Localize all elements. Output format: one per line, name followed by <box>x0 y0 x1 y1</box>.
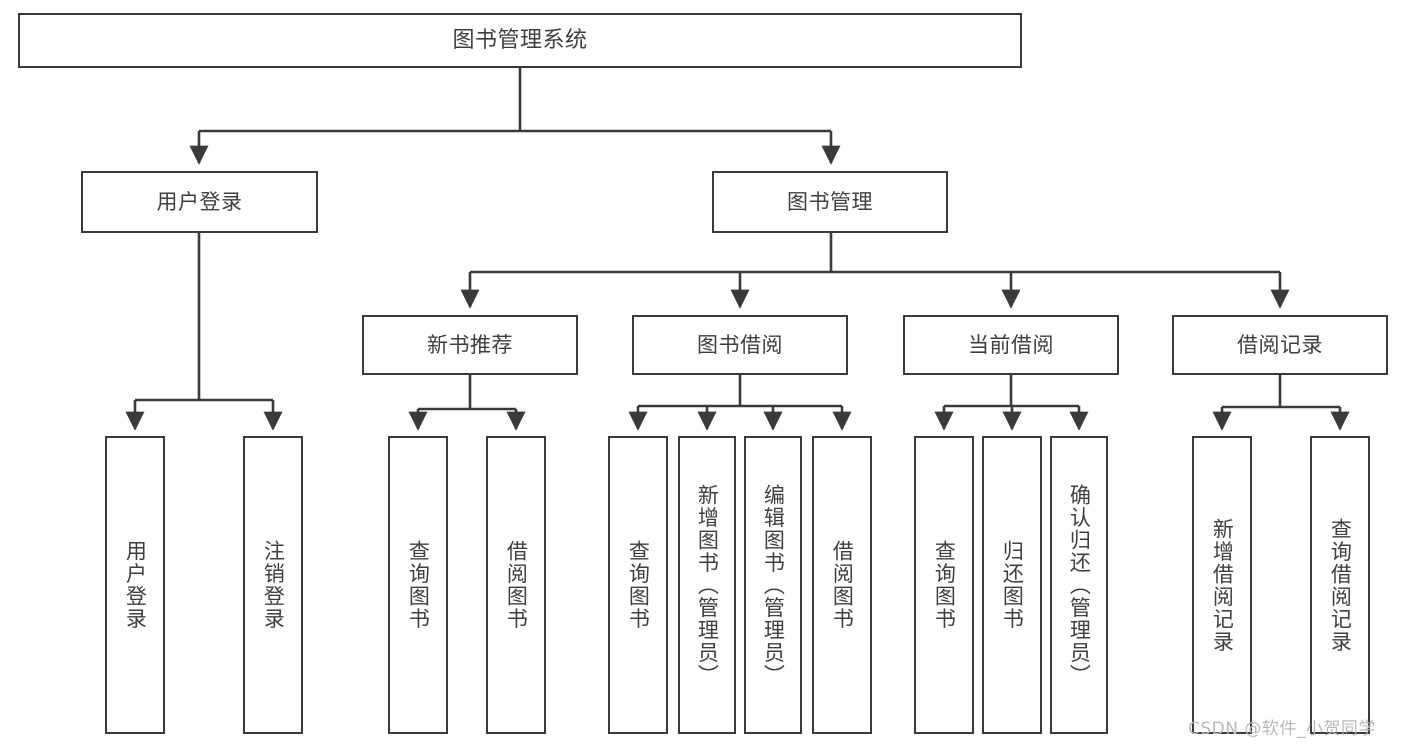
node-label: 图书借阅 <box>697 332 783 357</box>
node-leaf-user-login[interactable]: 用户登录 <box>105 436 165 734</box>
node-label: 查询借阅记录 <box>1328 517 1353 653</box>
node-new-book-recommend[interactable]: 新书推荐 <box>362 315 578 375</box>
node-leaf-query-book-recommend[interactable]: 查询图书 <box>388 436 448 734</box>
node-leaf-add-borrow-record[interactable]: 新增借阅记录 <box>1192 436 1252 734</box>
node-leaf-query-borrow-record[interactable]: 查询借阅记录 <box>1310 436 1370 734</box>
node-label: 新增图书（管理员） <box>695 483 720 687</box>
node-leaf-borrow-book-recommend[interactable]: 借阅图书 <box>486 436 546 734</box>
node-leaf-return-book[interactable]: 归还图书 <box>982 436 1042 734</box>
node-borrow-record[interactable]: 借阅记录 <box>1172 315 1388 375</box>
node-label: 查询图书 <box>406 540 431 630</box>
node-leaf-borrow-book[interactable]: 借阅图书 <box>812 436 872 734</box>
node-leaf-add-book-admin[interactable]: 新增图书（管理员） <box>678 436 736 734</box>
node-label: 编辑图书（管理员） <box>761 483 786 687</box>
node-leaf-query-book-current[interactable]: 查询图书 <box>914 436 974 734</box>
node-label: 用户登录 <box>123 540 148 630</box>
node-leaf-logout[interactable]: 注销登录 <box>243 436 303 734</box>
node-label: 归还图书 <box>1000 540 1025 630</box>
node-book-manage[interactable]: 图书管理 <box>712 171 948 233</box>
node-leaf-confirm-return-admin[interactable]: 确认归还（管理员） <box>1050 436 1108 734</box>
node-label: 当前借阅 <box>968 332 1054 357</box>
node-user-login[interactable]: 用户登录 <box>81 171 318 233</box>
node-root-system[interactable]: 图书管理系统 <box>18 13 1022 68</box>
watermark-text: CSDN @软件_小贺同学 <box>1188 719 1376 739</box>
node-label: 新增借阅记录 <box>1210 517 1235 653</box>
node-label: 借阅图书 <box>504 540 529 630</box>
node-label: 查询图书 <box>932 540 957 630</box>
node-current-borrow[interactable]: 当前借阅 <box>903 315 1119 375</box>
node-label: 借阅记录 <box>1237 332 1323 357</box>
node-label: 注销登录 <box>261 540 286 630</box>
node-label: 借阅图书 <box>830 540 855 630</box>
node-label: 查询图书 <box>626 540 651 630</box>
node-book-borrow[interactable]: 图书借阅 <box>632 315 848 375</box>
node-label: 用户登录 <box>156 189 243 214</box>
node-label: 图书管理系统 <box>452 27 588 53</box>
node-leaf-query-book-borrow[interactable]: 查询图书 <box>608 436 668 734</box>
node-leaf-edit-book-admin[interactable]: 编辑图书（管理员） <box>744 436 802 734</box>
node-label: 确认归还（管理员） <box>1067 483 1092 687</box>
node-label: 新书推荐 <box>427 332 513 357</box>
node-label: 图书管理 <box>787 189 873 214</box>
